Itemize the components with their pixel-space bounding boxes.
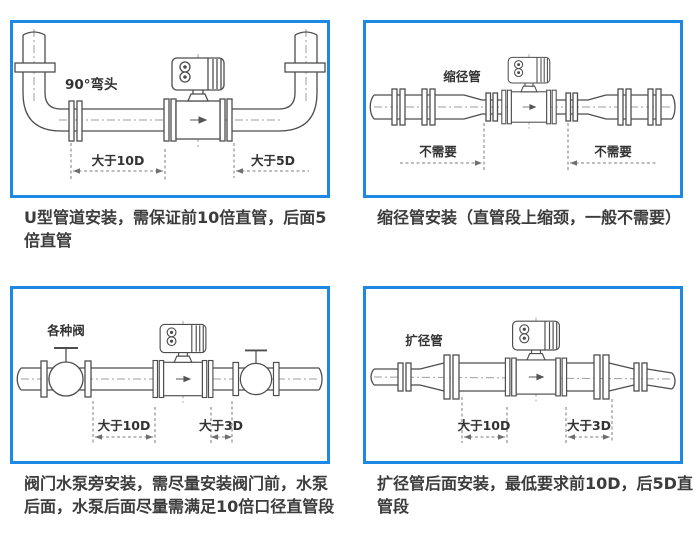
flange — [625, 88, 632, 126]
flange — [68, 100, 75, 142]
u-pipe-diagram: 90°弯头 大于10D 大于5D — [14, 29, 326, 181]
flange — [443, 354, 451, 400]
flowmeter-icon — [501, 53, 557, 130]
valve-icon — [232, 349, 280, 397]
diagram-frame: 缩径管 不需要 不需要 — [363, 20, 683, 198]
part-label: 扩径管 — [405, 333, 443, 348]
dimension-right: 大于3D — [199, 401, 243, 443]
flange — [565, 92, 572, 122]
flange — [485, 92, 492, 122]
flange — [593, 354, 601, 400]
flange — [492, 92, 499, 122]
flange — [633, 362, 640, 392]
flange — [14, 62, 56, 73]
reducer-diagram: 缩径管 不需要 不需要 — [369, 53, 676, 171]
flange — [421, 88, 428, 126]
part-label: 缩径管 — [443, 69, 481, 84]
dim-label: 不需要 — [594, 144, 632, 159]
dimension-left: 大于10D — [70, 143, 166, 181]
dim-label: 不需要 — [419, 144, 457, 159]
flowmeter-icon — [504, 317, 568, 403]
dimension-left: 不需要 — [400, 123, 485, 171]
caption: 阀门水泵旁安装，需尽量安装阀门前，水泵后面，水泵后面尽量需满足10倍口径直管段 — [24, 474, 335, 516]
dim-label: 大于3D — [567, 418, 611, 433]
elbow-label: 90°弯头 — [65, 76, 118, 93]
caption: 扩径管后面安装，最低要求前10D，后5D直管段 — [377, 474, 693, 516]
panel-reducer: 缩径管 不需要 不需要 缩径管安装（直管段上缩颈，一般不需要） — [363, 20, 697, 230]
flange — [452, 354, 460, 400]
diagram-frame: 扩径管 大于10D 大于3D — [363, 286, 683, 464]
flowmeter-icon — [152, 320, 214, 405]
flange — [602, 354, 610, 400]
flange — [641, 362, 648, 392]
flowmeter-icon — [163, 53, 233, 149]
panel-valve-pump: 各种阀 大于10D 大于3D 阀门水泵旁安装，需尽量安装阀门前，水泵后面，水泵后… — [10, 286, 346, 518]
pipe — [14, 29, 326, 142]
expander-diagram: 扩径管 大于10D 大于3D — [370, 317, 676, 443]
dim-label: 大于10D — [458, 418, 511, 433]
dim-label: 大于3D — [199, 418, 243, 433]
flange — [405, 362, 412, 392]
caption: 缩径管安装（直管段上缩颈，一般不需要） — [377, 208, 682, 227]
flange — [617, 88, 624, 126]
flange — [76, 100, 83, 142]
valve-diagram: 各种阀 大于10D 大于3D — [16, 320, 323, 443]
flange — [572, 92, 579, 122]
flange — [655, 88, 662, 126]
flange — [391, 88, 398, 126]
flange — [429, 88, 436, 126]
panel-expander: 扩径管 大于10D 大于3D 扩径管后面安装，最低要求前10D，后5D直管段 — [363, 286, 697, 518]
part-label: 各种阀 — [46, 323, 85, 338]
diagram-frame: 90°弯头 大于10D 大于5D — [10, 20, 330, 198]
dimension-left: 大于10D — [92, 401, 156, 443]
dimension-right: 不需要 — [567, 123, 656, 171]
dim-label: 大于5D — [251, 153, 295, 168]
dim-label: 大于10D — [98, 418, 151, 433]
flange — [284, 62, 326, 73]
panel-u-pipe: 90°弯头 大于10D 大于5D U型管道安装，需保证前10倍直管，后面5倍直管 — [10, 20, 346, 252]
dimension-left: 大于10D — [458, 397, 511, 443]
flange — [647, 88, 654, 126]
dimension-right: 大于3D — [565, 399, 613, 443]
dimension-right: 大于5D — [233, 143, 309, 178]
dim-label: 大于10D — [92, 153, 145, 168]
pipe — [369, 88, 676, 126]
flange — [397, 362, 404, 392]
caption: U型管道安装，需保证前10倍直管，后面5倍直管 — [24, 208, 327, 250]
diagram-frame: 各种阀 大于10D 大于3D — [10, 286, 330, 464]
flange — [399, 88, 406, 126]
